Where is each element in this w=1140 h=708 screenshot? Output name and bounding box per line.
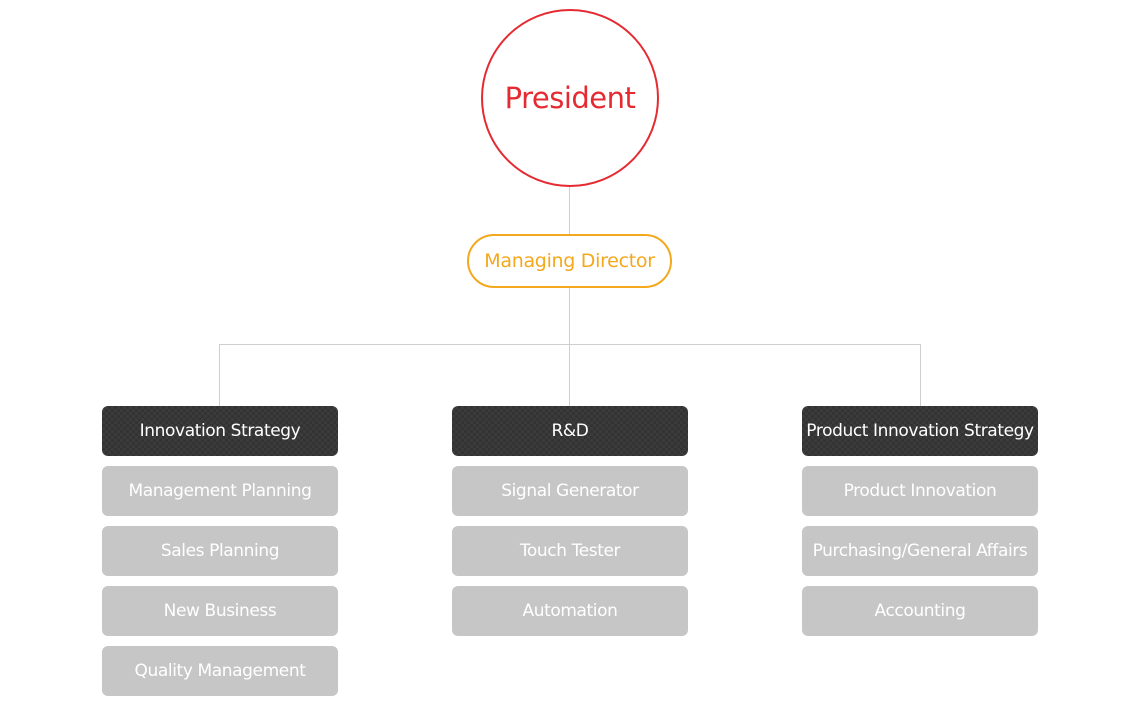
connector-left-dept <box>219 344 220 406</box>
department-head: Innovation Strategy <box>102 406 338 456</box>
department-innovation-strategy: Innovation Strategy Management Planning … <box>102 406 338 696</box>
team-box: Accounting <box>802 586 1038 636</box>
connector-md-down <box>569 288 570 406</box>
managing-director-node: Managing Director <box>467 234 672 288</box>
department-head: R&D <box>452 406 688 456</box>
team-box: Touch Tester <box>452 526 688 576</box>
managing-director-label: Managing Director <box>484 250 655 272</box>
team-box: Management Planning <box>102 466 338 516</box>
department-rnd: R&D Signal Generator Touch Tester Automa… <box>452 406 688 636</box>
team-box: Automation <box>452 586 688 636</box>
connector-right-dept <box>920 344 921 406</box>
department-product-innovation-strategy: Product Innovation Strategy Product Inno… <box>802 406 1038 636</box>
connector-president-md <box>569 187 570 234</box>
department-head: Product Innovation Strategy <box>802 406 1038 456</box>
president-label: President <box>504 81 636 115</box>
president-node: President <box>481 9 659 187</box>
team-box: Sales Planning <box>102 526 338 576</box>
team-box: Signal Generator <box>452 466 688 516</box>
team-box: Purchasing/General Affairs <box>802 526 1038 576</box>
team-box: New Business <box>102 586 338 636</box>
team-box: Product Innovation <box>802 466 1038 516</box>
team-box: Quality Management <box>102 646 338 696</box>
connector-horizontal <box>219 344 921 345</box>
